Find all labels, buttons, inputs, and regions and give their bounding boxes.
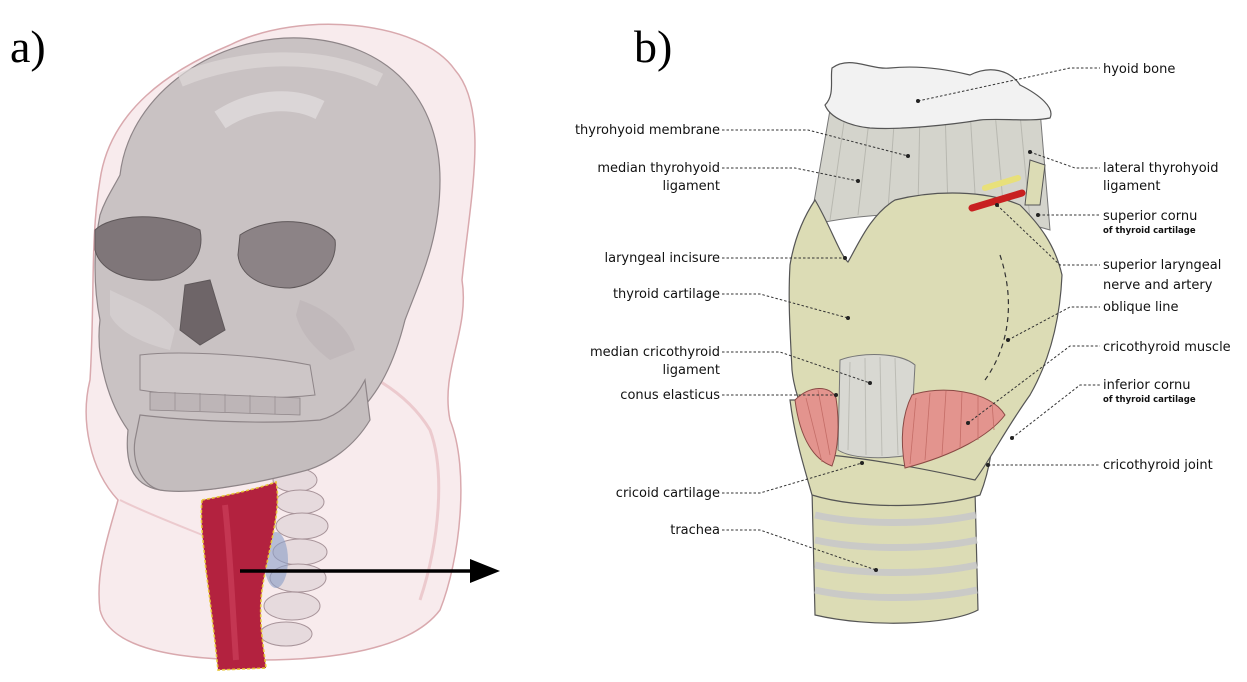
panel-b-letter: b)	[634, 21, 672, 72]
panel-a-letter: a)	[10, 21, 46, 72]
head-model	[86, 24, 475, 670]
label-median-thyrohyoid-2: ligament	[663, 179, 720, 194]
left-orbit	[95, 217, 201, 280]
label-oblique-line: oblique line	[1103, 300, 1179, 315]
label-lateral-thyrohyoid-1: lateral thyrohyoid	[1103, 161, 1219, 176]
label-superior-laryngeal-1: superior laryngeal	[1103, 258, 1221, 273]
label-superior-cornu: superior cornu	[1103, 209, 1197, 224]
label-cricothyroid-muscle: cricothyroid muscle	[1103, 340, 1231, 355]
label-inferior-cornu: inferior cornu	[1103, 378, 1191, 393]
label-superior-laryngeal-2: nerve and artery	[1103, 278, 1213, 293]
label-median-thyrohyoid-1: median thyrohyoid	[597, 161, 720, 176]
label-trachea: trachea	[670, 523, 720, 538]
label-cricoid-cartilage: cricoid cartilage	[616, 486, 720, 501]
label-thyroid-cartilage: thyroid cartilage	[613, 287, 720, 302]
label-conus-elasticus: conus elasticus	[620, 388, 720, 403]
label-median-cricothyroid-2: ligament	[663, 363, 720, 378]
label-thyrohyoid-membrane: thyrohyoid membrane	[575, 123, 720, 138]
label-cricothyroid-joint: cricothyroid joint	[1103, 458, 1213, 473]
label-laryngeal-incisure: laryngeal incisure	[605, 251, 721, 266]
label-superior-cornu-sub: of thyroid cartilage	[1103, 226, 1196, 236]
hyoid-bone-shape	[825, 63, 1051, 129]
label-inferior-cornu-sub: of thyroid cartilage	[1103, 395, 1196, 405]
larynx-illustration	[789, 63, 1062, 624]
label-median-cricothyroid-1: median cricothyroid	[590, 345, 720, 360]
label-lateral-thyrohyoid-2: ligament	[1103, 179, 1160, 194]
label-hyoid-bone: hyoid bone	[1103, 62, 1175, 77]
